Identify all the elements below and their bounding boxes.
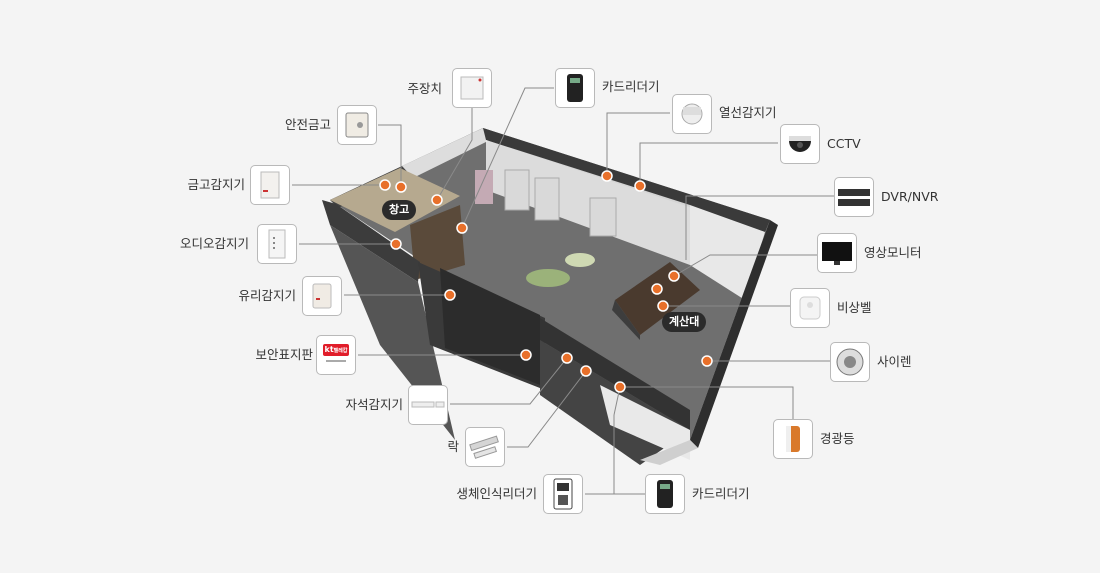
device-label-card-reader-bottom: 카드리더기 xyxy=(692,486,750,501)
device-marker xyxy=(657,300,669,312)
device-label-cctv: CCTV xyxy=(827,136,861,151)
device-label-safe: 안전금고 xyxy=(284,117,331,132)
card-reader-icon xyxy=(555,68,595,108)
device-marker xyxy=(580,365,592,377)
security-sign-icon: kt텔레캅 xyxy=(316,335,356,375)
counter-tag: 계산대 xyxy=(662,312,707,332)
device-label-dvr: DVR/NVR xyxy=(881,189,939,204)
magnetic-sensor-icon xyxy=(408,385,448,425)
device-label-lock: 락 xyxy=(447,439,459,454)
device-marker xyxy=(444,289,456,301)
biometric-reader-icon xyxy=(543,474,583,514)
device-marker xyxy=(456,222,468,234)
device-label-safe-sensor: 금고감지기 xyxy=(187,177,245,192)
device-label-magnetic-sensor: 자석감지기 xyxy=(345,397,403,412)
storage-room-tag: 창고 xyxy=(382,200,417,220)
safe-sensor-icon xyxy=(250,165,290,205)
emergency-bell-icon xyxy=(790,288,830,328)
device-marker xyxy=(651,283,663,295)
device-label-siren: 사이렌 xyxy=(877,354,912,369)
device-marker xyxy=(601,170,613,182)
recorder-icon xyxy=(834,177,874,217)
motion-sensor-icon xyxy=(672,94,712,134)
device-label-warning-light: 경광등 xyxy=(820,431,855,446)
device-marker xyxy=(431,194,443,206)
device-label-security-sign: 보안표지판 xyxy=(255,347,313,362)
glass-break-sensor-icon xyxy=(302,276,342,316)
device-label-audio-sensor: 오디오감지기 xyxy=(179,236,249,251)
control-panel-icon xyxy=(452,68,492,108)
magnetic-lock-icon xyxy=(465,427,505,467)
device-marker xyxy=(614,381,626,393)
warning-light-icon xyxy=(773,419,813,459)
security-sign-brand: kt xyxy=(324,345,334,354)
device-label-emergency-bell: 비상벨 xyxy=(837,300,872,315)
device-label-video-monitor: 영상모니터 xyxy=(864,245,922,260)
device-label-thermal-sensor: 열선감지기 xyxy=(719,105,777,120)
device-marker xyxy=(395,181,407,193)
device-marker xyxy=(520,349,532,361)
device-label-glass-sensor: 유리감지기 xyxy=(238,288,296,303)
device-marker xyxy=(390,238,402,250)
siren-icon xyxy=(830,342,870,382)
device-label-biometric-reader: 생체인식리더기 xyxy=(456,486,537,501)
device-marker xyxy=(701,355,713,367)
card-reader-icon-bottom xyxy=(645,474,685,514)
device-marker xyxy=(561,352,573,364)
device-marker xyxy=(634,180,646,192)
safe-icon xyxy=(337,105,377,145)
device-label-main-unit: 주장치 xyxy=(407,81,442,96)
security-sign-text: 텔레캅 xyxy=(333,348,348,354)
device-label-card-reader-top: 카드리더기 xyxy=(602,79,660,94)
monitor-icon xyxy=(817,233,857,273)
device-marker xyxy=(379,179,391,191)
audio-sensor-icon xyxy=(257,224,297,264)
device-marker xyxy=(668,270,680,282)
dome-camera-icon xyxy=(780,124,820,164)
